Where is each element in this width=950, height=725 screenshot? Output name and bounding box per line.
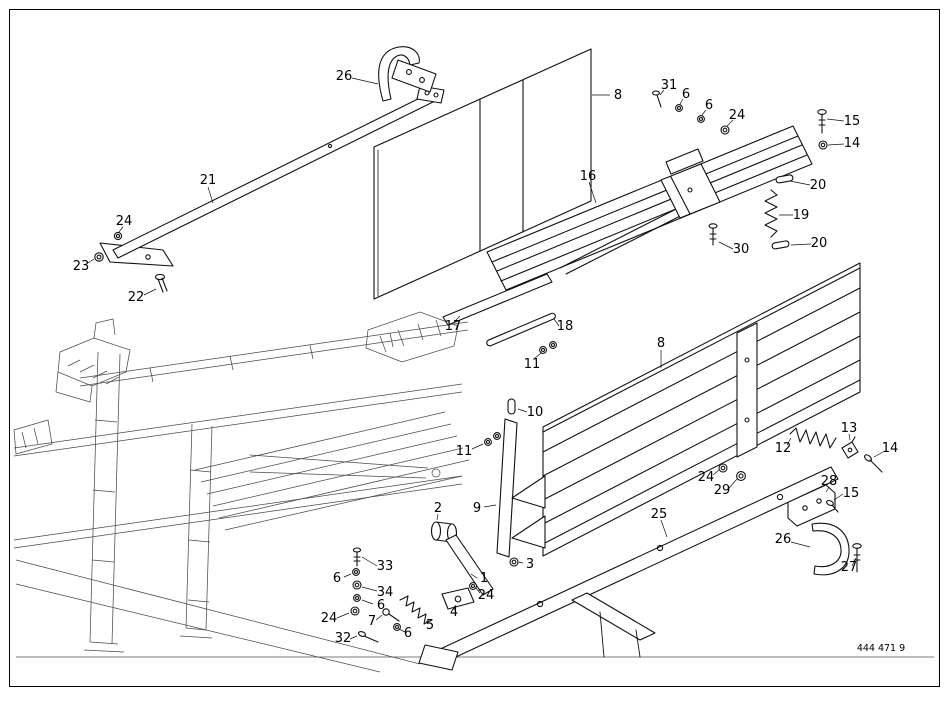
callout-5: 5 [426,618,434,633]
callout-11-b: 11 [456,444,473,459]
part-washer-6-d [353,594,361,602]
callout-15-b: 15 [843,486,860,501]
leader-lines [87,77,884,640]
part-washer-23 [94,252,104,262]
exploded-parts [94,46,883,671]
callout-2: 2 [434,501,442,516]
callout-24-a: 24 [729,108,746,123]
part-bolt-32 [357,631,379,643]
callout-34: 34 [377,585,394,600]
part-screw-31 [652,90,662,108]
part-washer-29 [736,471,746,481]
callout-32: 32 [335,631,352,646]
callout-24-b: 24 [116,214,133,229]
part-clevis-13 [841,436,859,459]
callout-23: 23 [73,259,90,274]
callout-33: 33 [377,559,394,574]
part-spring-19 [764,189,778,238]
drawing-number: 444 471 9 [857,643,905,654]
part-washer-6-e [393,623,401,631]
callout-24-d: 24 [478,588,495,603]
part-panel-8-top [373,48,592,300]
callout-29: 29 [714,483,731,498]
part-screw-22 [154,273,168,293]
callout-6-b: 6 [705,98,713,113]
part-bolt-3 [509,557,519,567]
part-nuts-11-b [484,432,501,446]
callout-13: 13 [841,421,858,436]
part-u-bracket-26-bottom [811,522,850,576]
callout-19: 19 [793,208,810,223]
part-bar-25 [418,466,839,671]
part-washer-6-c [352,568,360,576]
callout-6-e: 6 [404,626,412,641]
part-slat-panel-16 [486,125,813,291]
part-rod-18 [486,312,556,347]
callout-30: 30 [733,242,750,257]
callout-labels: 26 8 31 6 6 24 15 14 21 16 20 19 24 23 3… [73,69,899,646]
callout-28: 28 [821,474,838,489]
part-spring-12 [789,427,837,449]
callout-14-a: 14 [844,136,861,151]
part-arm-1 [441,534,494,610]
part-rail-21 [99,85,445,267]
part-bolt-14-b [864,454,883,473]
part-strip-9 [496,418,518,558]
callout-20-a: 20 [810,178,827,193]
part-washer-6-a [675,104,683,112]
part-nuts-11-a [539,341,557,354]
callout-17: 17 [445,319,462,334]
part-spring-5 [399,595,433,625]
callout-11-a: 11 [524,357,541,372]
part-nut-24-e [350,606,360,616]
callout-22: 22 [128,290,145,305]
callout-8-lower: 8 [657,336,665,351]
callout-20-b: 20 [811,236,828,251]
part-nut-24-d [469,582,477,590]
callout-14-b: 14 [882,441,899,456]
part-eye-7 [382,608,400,622]
callout-1: 1 [480,571,488,586]
part-pin-20-upper [775,174,794,184]
callout-6-c: 6 [333,571,341,586]
callout-7: 7 [368,614,376,629]
machine-frame-reference [13,311,934,673]
callout-12: 12 [775,441,792,456]
part-panel-8-bottom [511,262,861,557]
callout-6-d: 6 [377,598,385,613]
callout-26-top: 26 [336,69,353,84]
callout-27: 27 [841,560,858,575]
callout-18: 18 [557,319,574,334]
callout-9: 9 [473,501,481,516]
callout-24-e: 24 [321,611,338,626]
part-pin-10 [507,398,516,415]
callout-25: 25 [651,507,668,522]
part-u-bracket-26-top [378,46,437,102]
part-bolt-24-rail [113,231,123,241]
callout-3: 3 [526,557,534,572]
callout-26-bottom: 26 [775,532,792,547]
part-bolt-15-a [817,109,827,134]
part-washer-6-b [697,115,705,123]
part-bolt-30 [708,223,718,246]
part-washer-14-a [818,140,828,150]
part-bolt-15-b [826,499,839,513]
callout-24-c: 24 [698,470,715,485]
callout-6-a: 6 [682,87,690,102]
callout-4: 4 [450,605,458,620]
callout-15-a: 15 [844,114,861,129]
callout-21: 21 [200,173,217,188]
part-nut-24-a [720,125,730,135]
callout-10: 10 [527,405,544,420]
callout-31: 31 [661,78,678,93]
part-pin-20-lower [771,240,790,250]
part-washer-34 [352,580,362,590]
callout-16: 16 [580,169,597,184]
callout-8-upper: 8 [614,88,622,103]
part-strip-17 [442,273,553,326]
part-washer-24-c [718,463,728,473]
part-screw-33 [352,547,362,567]
